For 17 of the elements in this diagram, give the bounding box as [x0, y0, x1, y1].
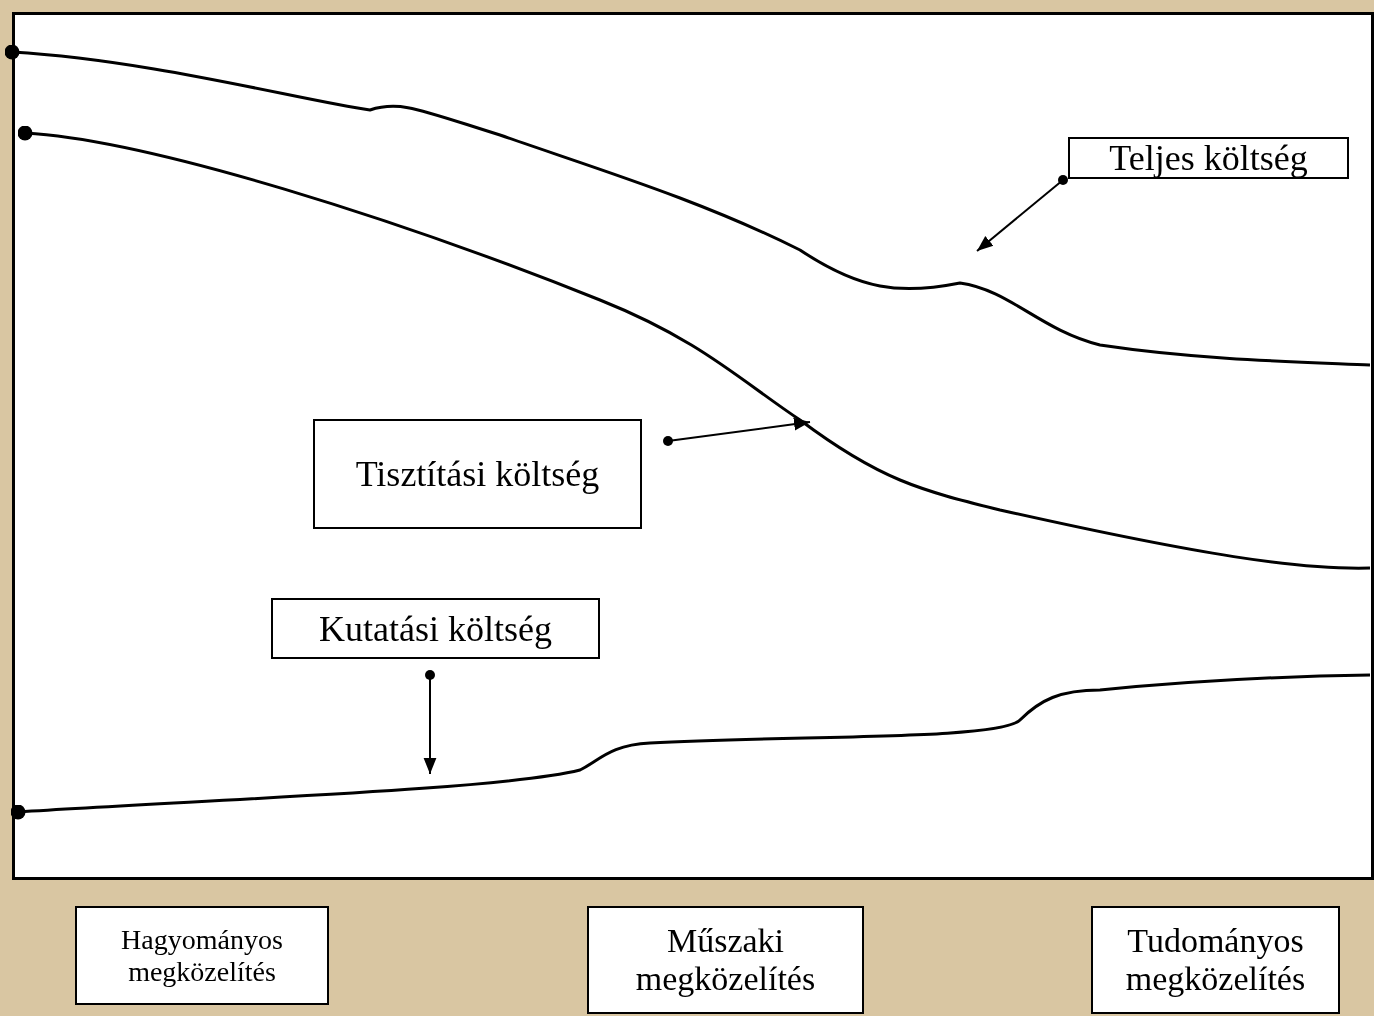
cost-curve [4, 44, 1371, 367]
approach-box [1091, 906, 1340, 1014]
cost-label: Teljes költség [1109, 137, 1308, 179]
approach-label: Tudományos megközelítés [1124, 922, 1307, 998]
approach-label: Műszaki megközelítés [634, 922, 817, 998]
cost-label-box [271, 598, 600, 659]
leader-line [423, 670, 437, 775]
cost-label: Tisztítási költség [355, 453, 600, 495]
cost-curve [10, 673, 1371, 820]
cost-curve [17, 125, 1370, 570]
cost-label: Kutatási költség [319, 607, 552, 650]
leader-line [663, 417, 811, 446]
approach-box [587, 906, 864, 1014]
leader-line [976, 175, 1068, 252]
approach-label: Hagyományos megközelítés [120, 923, 284, 988]
approach-box [75, 906, 329, 1005]
cost-label-box [1068, 137, 1349, 179]
